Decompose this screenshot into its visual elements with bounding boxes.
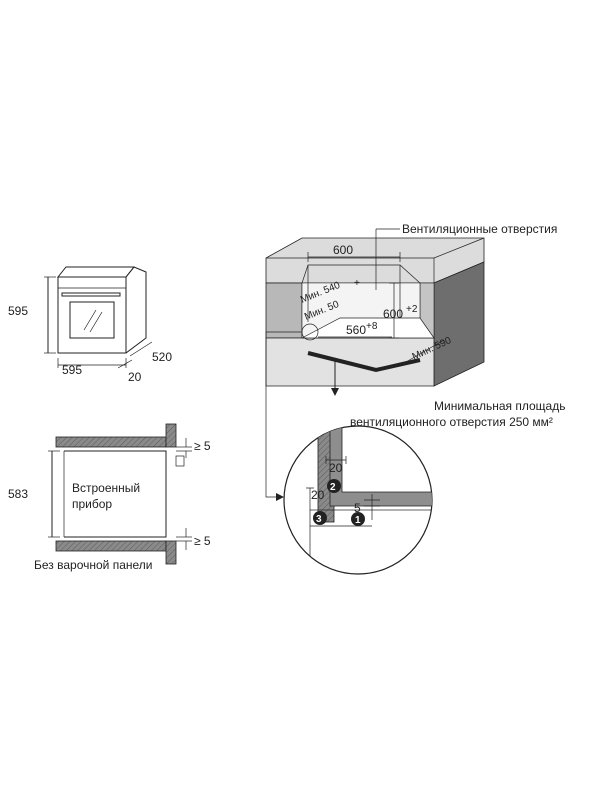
front-panel-top [165,423,177,448]
min-area-line2: вентиляционного отверстия 250 мм² [350,415,553,429]
top-width-value: 600 [333,243,353,257]
width-560-value: 560 [346,323,366,337]
oven-window [69,301,115,339]
oven-width-value: 595 [62,363,82,377]
appliance-label-line2: прибор [72,497,112,511]
detail-marker-2 [327,479,341,493]
detail-appliance-profile [329,426,432,507]
detail-marker-1-label: 1 [355,515,361,526]
detail-leader [265,331,302,498]
detail-marker-3-label: 3 [316,514,322,525]
detail-marker-2-label: 2 [330,482,336,493]
height-600-sup: +2 [406,304,418,315]
width-560-sup: +8 [366,321,378,332]
appliance-label-line1: Встроенный [72,481,140,495]
height-600-value: 600 [383,307,403,321]
detail-dim-top: 20 [329,461,343,475]
side-section [48,423,192,565]
min-area-line1: Минимальная площадь [434,399,565,413]
niche-height-value: 583 [8,487,28,501]
gap-top-value: ≥ 5 [194,439,211,453]
oven-front [57,276,127,354]
oven-height-value: 595 [8,304,28,318]
oven-handle [61,292,121,297]
oven-depth-value: 520 [152,350,172,364]
top-shelf [55,436,167,448]
oven-side [125,266,147,354]
appliance-body [64,450,167,538]
oven-door-value: 20 [128,370,142,384]
oven-perspective [44,266,153,369]
detail-dim-right: 5 [354,501,361,515]
oven-top [56,266,136,278]
front-panel-bottom [165,540,177,565]
detail-marker-1 [351,512,365,526]
cabinet-right-side [433,261,485,387]
detail-dim-left: 20 [311,488,325,502]
section-caption: Без варочной панели [34,558,153,572]
gap-bottom-value: ≥ 5 [194,534,211,548]
cabinet-left-wall [265,282,303,339]
detail-view [283,425,433,575]
vent-label: Вентиляционные отверстия [402,222,557,236]
vent-slot [307,351,421,373]
bottom-shelf [55,540,167,552]
cabinet-perspective [265,228,485,501]
detail-marker-3 [313,511,327,525]
min-540-sup: + [354,278,360,289]
